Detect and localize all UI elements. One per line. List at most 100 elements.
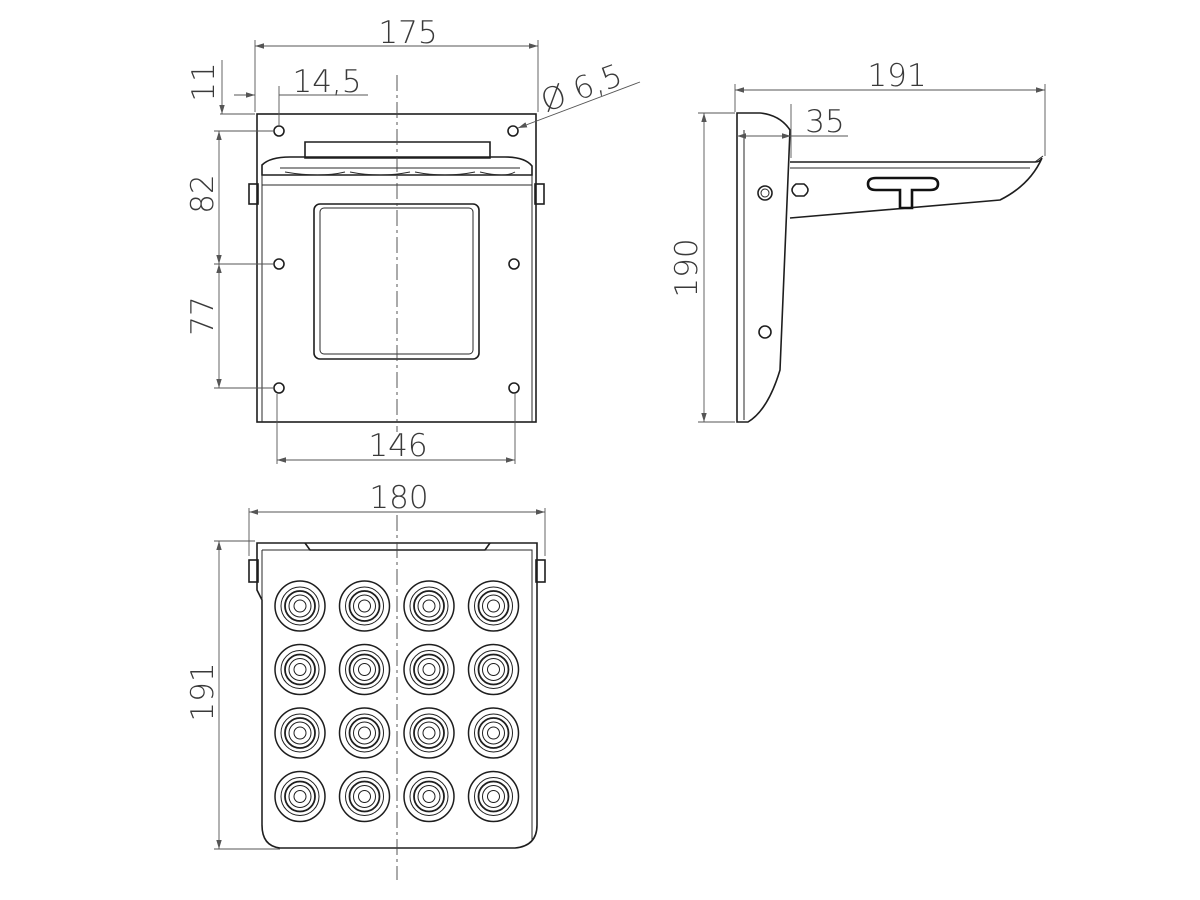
front-dimensions: 175 14,5 11 82 77 Ø 6,5 146 [185, 15, 641, 464]
side-slot [791, 183, 809, 197]
bottom-bracket-right [535, 559, 546, 583]
led-lens-ring [345, 713, 384, 753]
led-lens-ring [338, 770, 391, 823]
bottom-bracket-left [248, 559, 259, 583]
led-lens-ring [417, 721, 441, 745]
led-lens-ring [413, 717, 445, 749]
front-housing-top [304, 141, 491, 159]
led-lens-ring [284, 717, 316, 749]
led-lens [274, 643, 326, 696]
led-lens-ring [477, 717, 510, 749]
led-lens-ring [274, 643, 326, 696]
led-lens-ring [413, 653, 445, 686]
led-lens-ring [358, 663, 371, 676]
dim-bottom-depth: 191 [185, 662, 221, 721]
mounting-hole-top-right [507, 125, 519, 137]
led-lens [274, 707, 326, 759]
led-lens [403, 580, 455, 632]
led-lens-ring [284, 780, 316, 813]
mounting-hole-bottom-left [273, 382, 285, 394]
led-lens [403, 707, 455, 759]
led-lens-ring [467, 580, 520, 632]
mounting-hole-top-left [273, 125, 285, 137]
led-lens [467, 707, 520, 759]
led-lens-ring [417, 785, 441, 808]
led-lens-ring [403, 643, 455, 696]
led-lens-ring [474, 713, 513, 753]
led-lens-ring [358, 599, 371, 613]
bottom-view [248, 515, 546, 880]
dim-hole-diameter: Ø 6,5 [536, 57, 627, 119]
dim-bottom-width: 180 [369, 480, 428, 516]
led-lens-ring [293, 599, 307, 613]
led-lens-ring [409, 586, 449, 626]
led-lens [403, 770, 455, 823]
led-lens-ring [403, 770, 455, 823]
led-lens-ring [413, 780, 445, 813]
led-lens-ring [422, 663, 436, 676]
mounting-hole-bottom-right [508, 382, 520, 394]
led-grid [274, 580, 520, 823]
led-lens [274, 580, 326, 632]
front-window-outer [313, 203, 480, 360]
led-lens-ring [348, 653, 381, 686]
led-lens-ring [417, 658, 441, 681]
led-lens-ring [409, 713, 449, 753]
led-lens [338, 770, 391, 823]
led-lens [403, 643, 455, 696]
led-lens [274, 770, 326, 823]
led-lens-ring [348, 590, 381, 622]
led-lens-ring [280, 713, 320, 753]
dim-hole-pitch-horizontal: 146 [368, 428, 427, 464]
side-hole-top [757, 185, 773, 201]
led-lens-ring [474, 586, 513, 626]
dim-side-height: 190 [669, 238, 705, 297]
led-lens-ring [353, 658, 376, 681]
led-lens-ring [474, 650, 513, 689]
led-lens-ring [482, 594, 505, 618]
led-lens [467, 580, 520, 632]
led-lens-ring [288, 785, 312, 808]
mounting-hole-mid-right [508, 258, 520, 270]
led-lens-ring [280, 777, 320, 816]
led-lens-ring [345, 777, 384, 816]
led-lens [338, 643, 391, 696]
led-lens [467, 643, 520, 696]
bottom-dimensions: 180 191 [185, 480, 546, 850]
led-lens-ring [482, 785, 505, 808]
led-lens-ring [284, 590, 316, 622]
front-bracket-right [534, 183, 545, 205]
led-lens-ring [413, 590, 445, 622]
led-lens-ring [284, 653, 316, 686]
led-lens-ring [293, 726, 307, 740]
led-lens-ring [358, 790, 371, 803]
side-hole-bottom [758, 325, 772, 339]
dim-side-depth: 191 [867, 58, 926, 94]
led-lens-ring [338, 707, 391, 759]
led-lens-ring [403, 580, 455, 632]
front-view [248, 75, 545, 432]
dim-upper-hole-spacing: 82 [185, 174, 221, 213]
led-lens-ring [274, 770, 326, 823]
front-plate-outline [256, 113, 537, 423]
led-lens-ring [422, 790, 436, 803]
front-window-inner [319, 207, 474, 355]
led-lens-ring [358, 726, 371, 740]
led-lens-ring [487, 663, 500, 676]
led-lens [467, 770, 520, 823]
led-lens-ring [467, 643, 520, 696]
dim-hole-offset: 14,5 [292, 64, 361, 100]
led-lens-ring [482, 658, 505, 681]
dim-front-width: 175 [378, 15, 437, 51]
led-lens-ring [487, 599, 500, 613]
front-housing-visor [261, 156, 533, 176]
led-lens-ring [288, 721, 312, 745]
dim-top-margin: 11 [186, 62, 222, 101]
led-lens-ring [487, 790, 500, 803]
led-lens-ring [403, 707, 455, 759]
led-lens-ring [477, 590, 510, 622]
led-lens-ring [422, 726, 436, 740]
bottom-housing-outline [256, 542, 538, 849]
led-lens [338, 707, 391, 759]
